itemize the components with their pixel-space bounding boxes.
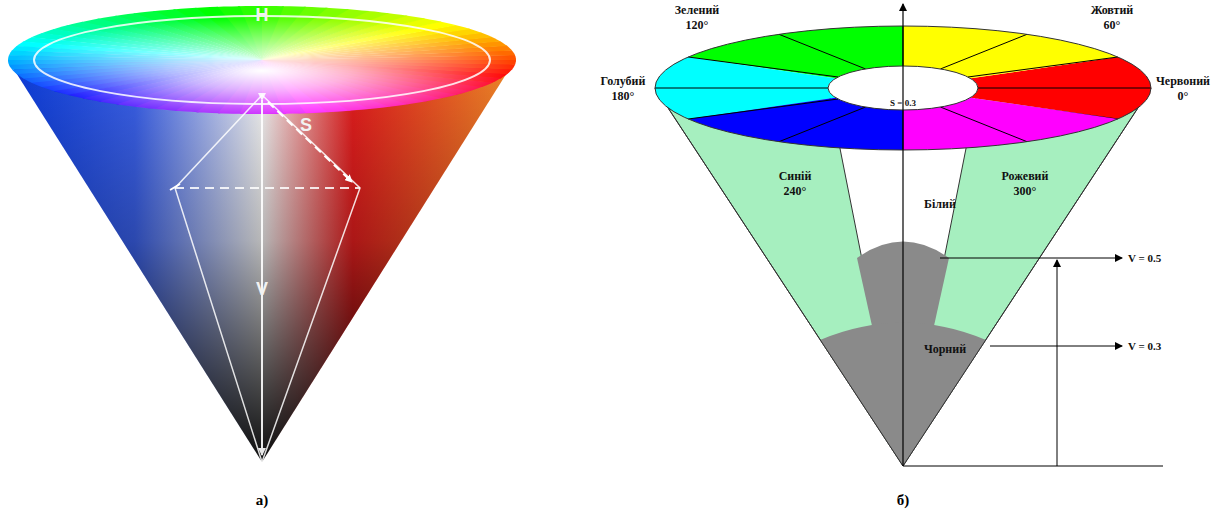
sector-divider — [968, 57, 1118, 77]
hue-wheel — [8, 6, 516, 114]
cone-shade — [8, 60, 515, 462]
hue-angle: 180° — [612, 90, 635, 103]
base-line — [903, 466, 1163, 467]
hue-angle: 300° — [1014, 185, 1037, 198]
dashed-line — [175, 187, 360, 189]
value-level: V = 0.3 — [1128, 340, 1161, 352]
hue-line — [779, 34, 866, 69]
v-axis — [902, 4, 903, 466]
hue-angle: 120° — [686, 19, 709, 32]
value-level: V = 0.5 — [1128, 252, 1161, 264]
hue-line — [941, 34, 1028, 69]
black-label: Чорний — [924, 343, 966, 356]
saturation-letter: S — [300, 116, 312, 136]
saturation-arrow — [268, 102, 352, 182]
hue-line — [779, 107, 866, 142]
cone-body — [8, 60, 515, 462]
hue-angle: 0° — [1178, 90, 1189, 103]
hexcone-lines — [175, 95, 360, 462]
value-letter: V — [256, 280, 268, 300]
hue-name: Голубий — [601, 75, 646, 88]
hue-name: Червоний — [1156, 75, 1210, 88]
hue-line — [941, 107, 1028, 142]
hue-name: Рожевий — [1002, 170, 1049, 183]
hue-arrow-tip — [170, 184, 180, 190]
hue-ring — [34, 16, 490, 104]
dimension-arrow — [1057, 260, 1058, 466]
v-level-arrow — [940, 258, 1122, 259]
saturation-fade — [8, 6, 516, 114]
hue-line — [655, 88, 828, 89]
hue-letter: H — [256, 6, 269, 26]
hue-name: Зелений — [675, 4, 719, 17]
hue-line — [978, 88, 1151, 89]
subfigure-caption: а) — [256, 492, 269, 509]
white-label: Білий — [924, 198, 956, 211]
saturation-value: S = 0.3 — [890, 99, 916, 109]
hue-angle: 60° — [1104, 19, 1121, 32]
hue-name: Синій — [779, 170, 812, 183]
hue-angle: 240° — [784, 185, 807, 198]
hue-name: Жовтий — [1091, 4, 1134, 17]
v-level-arrow — [990, 346, 1122, 347]
value-axis — [261, 100, 263, 455]
subfigure-caption: б) — [897, 492, 910, 509]
sector-divider — [688, 99, 838, 119]
sector-divider — [688, 57, 838, 77]
